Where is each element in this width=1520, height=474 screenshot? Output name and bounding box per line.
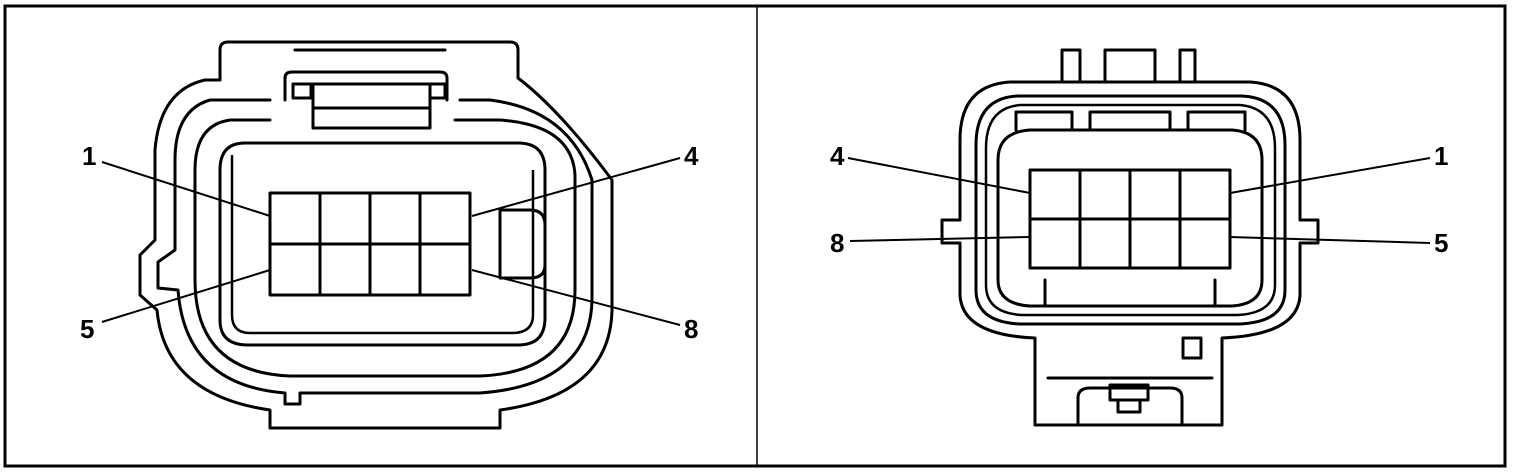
right-leader-pin4	[847, 157, 1031, 194]
left-label-pin8: 8	[684, 314, 698, 344]
left-leader-pin1	[101, 161, 271, 217]
right-label-pin4: 4	[830, 141, 845, 171]
left-connector	[101, 40, 681, 430]
outer-border	[3, 4, 1507, 468]
right-leader-pin8	[849, 236, 1031, 242]
right-top-tabs	[1060, 48, 1197, 84]
left-label-pin4: 4	[684, 141, 699, 171]
right-label-pin5: 5	[1434, 228, 1448, 258]
right-connector	[847, 48, 1431, 427]
left-label-pin5: 5	[80, 314, 94, 344]
left-leader-pin8	[471, 269, 681, 326]
left-leader-pin4	[471, 157, 681, 217]
right-outer-housing	[940, 80, 1320, 427]
left-outer-housing	[138, 76, 614, 430]
left-inner-ring	[193, 118, 577, 378]
left-top-latch	[218, 40, 520, 82]
right-lower-latch	[1076, 386, 1184, 427]
left-leader-pin5	[101, 269, 271, 323]
left-pin-cavity	[218, 141, 547, 347]
right-middle-ring	[974, 94, 1287, 326]
right-label-pin1: 1	[1434, 141, 1448, 171]
left-middle-ring	[156, 98, 594, 406]
right-label-pin8: 8	[830, 228, 844, 258]
right-leader-pin1	[1229, 157, 1431, 194]
right-leader-pin5	[1229, 236, 1431, 244]
right-inner-ring	[996, 128, 1264, 308]
left-label-pin1: 1	[82, 141, 96, 171]
